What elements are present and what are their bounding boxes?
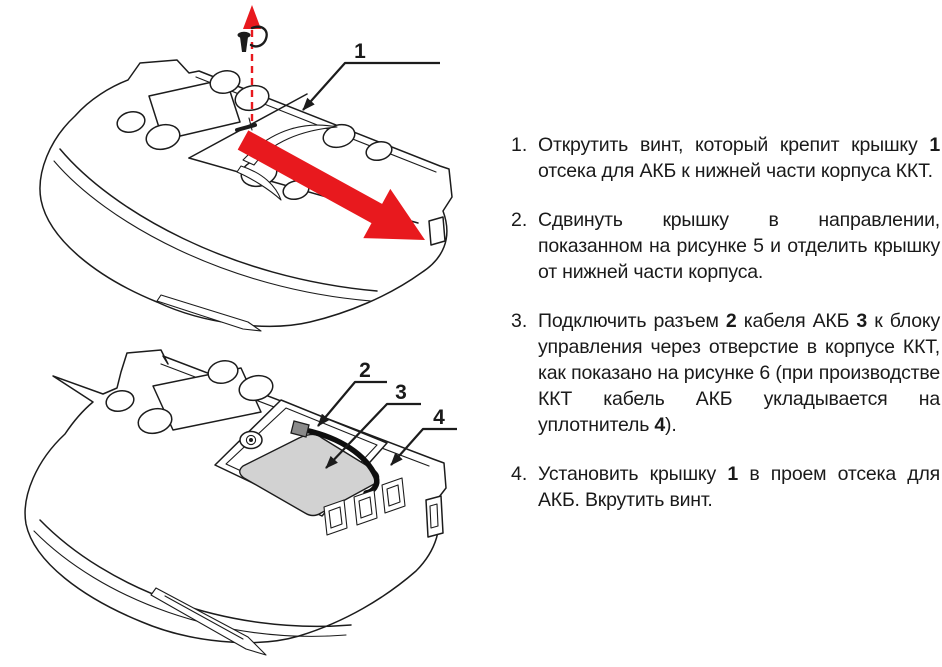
front-band-line	[59, 148, 378, 292]
screw-rotation-arrow	[249, 25, 268, 48]
figure-battery-compartment: 2 3 4	[24, 349, 457, 656]
instruction-segment: кабеля АКБ	[736, 310, 857, 332]
callout-4-label: 4	[433, 406, 445, 429]
slide-direction-arrow	[237, 130, 425, 240]
figure-remove-battery-cover: 1	[39, 5, 453, 332]
instruction-item: 2. Сдвинуть крышку в направлении, показан…	[511, 207, 940, 285]
screw-hole-detail	[248, 117, 253, 131]
vent-slot-inner	[358, 496, 373, 519]
instruction-item: 3. Подключить разъем 2 кабеля АКБ 3 к бло…	[511, 308, 940, 438]
part-reference-number: 1	[727, 463, 738, 485]
instruction-segment: к блоку управления через отверстие в кор…	[538, 310, 940, 436]
foot-pad	[234, 84, 270, 112]
front-band-inner-line	[33, 530, 347, 637]
instruction-number: 4.	[511, 463, 528, 485]
vent-slot	[353, 489, 378, 526]
cover-arrow-cutout	[236, 165, 282, 201]
screw-body	[240, 37, 248, 52]
callout-3-label: 3	[395, 381, 407, 404]
instruction-segment: Установить крышку	[538, 463, 728, 485]
cable-connector	[290, 420, 310, 438]
foot-pad	[137, 407, 173, 435]
instruction-segment: Сдвинуть крышку в направлении, показанно…	[538, 209, 940, 283]
rear-rim-line	[195, 76, 437, 173]
screw-and-direction	[235, 5, 268, 132]
part-reference-number: 2	[725, 310, 737, 332]
callout-2: 2	[317, 359, 387, 427]
vent-slot	[323, 499, 348, 536]
foot-pad	[322, 123, 356, 149]
callout-4-leader	[390, 427, 457, 466]
tear-bar-detail	[156, 294, 262, 332]
unscrew-direction-arrowhead	[243, 5, 261, 29]
instruction-list: 1. Открутить винт, который крепит крышку …	[511, 132, 940, 536]
foot-pad	[145, 123, 181, 151]
instruction-text: Сдвинуть крышку в направлении, показанно…	[538, 207, 940, 285]
belt-clip-line	[164, 595, 244, 640]
part-reference-number: 4	[654, 414, 666, 436]
instruction-item: 4. Установить крышку 1 в проем отсека для…	[511, 461, 940, 513]
part-reference-number: 1	[929, 134, 940, 156]
instruction-segment: в проем отсека для АКБ. Вкрутить винт.	[538, 463, 941, 511]
callout-1-label: 1	[354, 40, 366, 63]
instruction-segment: Подключить разъем	[538, 310, 726, 332]
screw-hole-slot	[235, 123, 257, 132]
screw-icon	[237, 31, 251, 39]
callout-2-label: 2	[359, 359, 371, 382]
instruction-number: 1.	[511, 134, 528, 156]
printer-body-outline	[24, 349, 447, 644]
instruction-text: Установить крышку 1 в проем отсека для А…	[538, 461, 940, 513]
foot-pad	[207, 359, 239, 385]
foot-pad	[209, 69, 241, 95]
instruction-text: Открутить винт, который крепит крышку 1 …	[538, 132, 940, 184]
foot-pad	[365, 140, 393, 162]
callout-2-leader	[317, 380, 387, 427]
battery-pack	[239, 433, 380, 517]
instruction-segment: Открутить винт, который крепит крышку	[538, 134, 930, 156]
vent-slot	[381, 477, 406, 514]
vent-slots	[323, 477, 406, 536]
side-latch-inner	[429, 503, 439, 529]
callout-3-leader	[325, 402, 421, 469]
instruction-text: Подключить разъем 2 кабеля АКБ 3 к блоку…	[538, 308, 940, 438]
instruction-item: 1. Открутить винт, который крепит крышку …	[511, 132, 940, 184]
callout-4: 4	[390, 406, 457, 466]
screw-boss-center	[249, 438, 253, 442]
side-latch	[428, 216, 446, 246]
vent-slot-inner	[328, 506, 343, 529]
callout-1: 1	[302, 40, 440, 111]
callout-1-leader	[302, 61, 440, 111]
side-latch	[425, 495, 444, 538]
screw-boss-ring	[245, 434, 257, 446]
instruction-segment: ).	[665, 414, 677, 436]
front-band-inner-line	[53, 160, 372, 302]
screw-boss	[239, 430, 263, 450]
instruction-number: 2.	[511, 209, 528, 231]
instruction-segment: отсека для АКБ к нижней части корпуса КК…	[538, 160, 933, 182]
vent-slot-inner	[386, 484, 401, 507]
part-reference-number: 3	[856, 310, 868, 332]
instruction-number: 3.	[511, 310, 528, 332]
callout-3: 3	[325, 381, 421, 469]
foot-pad	[238, 374, 274, 402]
foot-pad	[116, 110, 146, 134]
foot-pad	[105, 389, 135, 413]
